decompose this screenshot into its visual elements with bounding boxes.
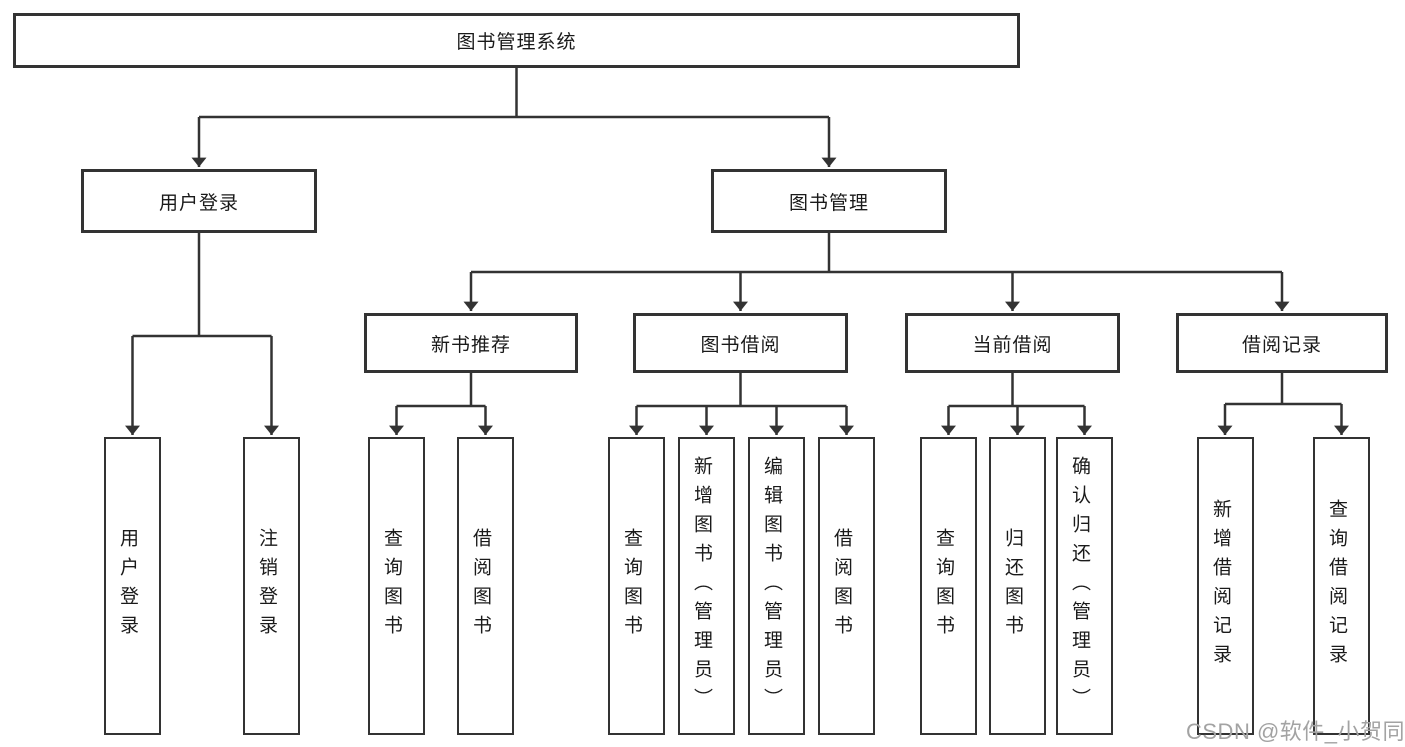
- leaf-label: 查询图书: [381, 528, 402, 644]
- leaf-label: 注销登录: [256, 528, 277, 644]
- leaf-borrow-books-newbooks: 借阅图书: [457, 437, 514, 735]
- node-label: 当前借阅: [972, 334, 1053, 356]
- leaf-query-books-current: 查询图书: [920, 437, 977, 735]
- csdn-watermark: CSDN @软件_小贺同学: [1186, 719, 1405, 744]
- leaf-logout: 注销登录: [243, 437, 300, 735]
- node-label: 新书推荐: [430, 334, 511, 356]
- leaf-label: 编辑图书（管理员）: [761, 455, 782, 717]
- node-label: 图书借阅: [700, 334, 781, 356]
- node-book-management-system: 图书管理系统: [13, 13, 1020, 68]
- leaf-label: 查询图书: [621, 528, 642, 644]
- leaf-add-book-admin: 新增图书（管理员）: [678, 437, 735, 735]
- leaf-return-books: 归还图书: [989, 437, 1046, 735]
- node-borrow-records: 借阅记录: [1176, 313, 1388, 373]
- leaf-label: 查询图书: [933, 528, 954, 644]
- node-current-borrow: 当前借阅: [905, 313, 1120, 373]
- leaf-user-login: 用户登录: [104, 437, 161, 735]
- leaf-borrow-books-borrow: 借阅图书: [818, 437, 875, 735]
- leaf-label: 确认归还（管理员）: [1069, 455, 1090, 717]
- leaf-label: 查询借阅记录: [1326, 499, 1347, 673]
- leaf-label: 新增图书（管理员）: [691, 455, 712, 717]
- node-label: 用户登录: [158, 192, 239, 214]
- leaf-query-books-newbooks: 查询图书: [368, 437, 425, 735]
- node-label: 图书管理系统: [456, 32, 577, 53]
- leaf-query-borrow-record: 查询借阅记录: [1313, 437, 1370, 735]
- node-book-borrow: 图书借阅: [633, 313, 848, 373]
- leaf-add-borrow-record: 新增借阅记录: [1197, 437, 1254, 735]
- node-label: 图书管理: [788, 192, 869, 214]
- node-new-book-recommend: 新书推荐: [364, 313, 578, 373]
- leaf-label: 新增借阅记录: [1210, 499, 1231, 673]
- leaf-confirm-return-admin: 确认归还（管理员）: [1056, 437, 1113, 735]
- leaf-label: 借阅图书: [470, 528, 491, 644]
- node-label: 借阅记录: [1241, 334, 1322, 356]
- leaf-query-books-borrow: 查询图书: [608, 437, 665, 735]
- leaf-edit-book-admin: 编辑图书（管理员）: [748, 437, 805, 735]
- leaf-label: 借阅图书: [831, 528, 852, 644]
- node-user-login: 用户登录: [81, 169, 317, 233]
- leaf-label: 归还图书: [1002, 528, 1023, 644]
- node-book-management: 图书管理: [711, 169, 947, 233]
- leaf-label: 用户登录: [117, 528, 138, 644]
